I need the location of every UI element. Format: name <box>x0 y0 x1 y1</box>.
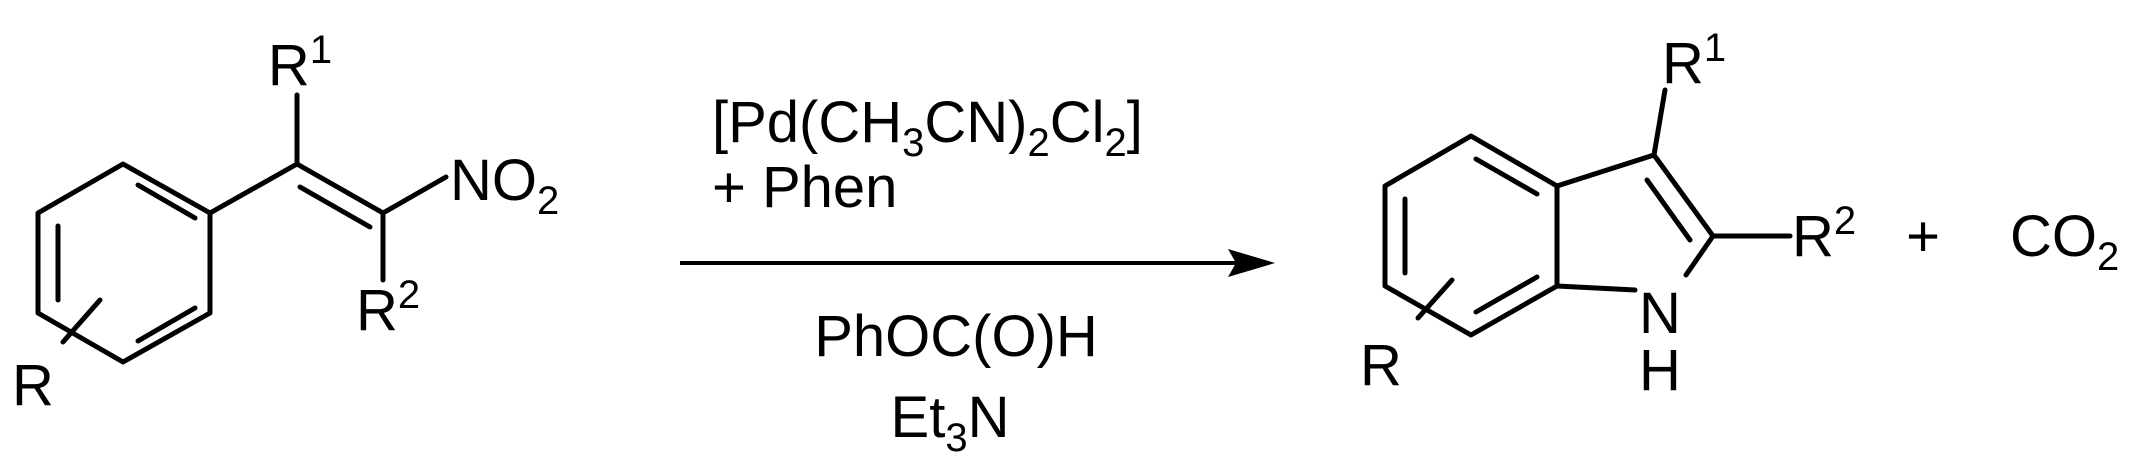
condition-base: Et3N <box>891 385 1010 460</box>
product-r1-bond <box>1651 87 1668 158</box>
reaction-conditions: [Pd(CH3CN)2Cl2] + Phen PhOC(O)H Et3N <box>712 90 1143 460</box>
product-c2-n-bond <box>1683 233 1716 278</box>
product-ring-inner-bond <box>1473 274 1540 315</box>
product-r-label: R <box>1360 333 1402 398</box>
condition-reductant: PhOC(O)H <box>814 304 1098 369</box>
product-nh-h-label: H <box>1639 338 1681 403</box>
product-c3a-c3-bond <box>1554 152 1657 189</box>
reactant-ring-vinyl-bond <box>207 161 300 216</box>
product-c3-c2-bond <box>1651 152 1716 239</box>
reactant-structure: R1 NO2 R2 R <box>12 28 559 418</box>
product-nh-n-label: N <box>1639 281 1681 346</box>
reactant-r2-label: R2 <box>356 273 420 343</box>
reactant-cc-double-bond <box>294 161 386 216</box>
condition-ligand: + Phen <box>712 155 897 220</box>
plus-sign: + <box>1906 204 1940 269</box>
product-c3-c2-double-inner <box>1644 177 1693 243</box>
co2-label: CO2 <box>2010 204 2119 279</box>
product-ring-inner-bond <box>1473 156 1540 197</box>
reactant-ring-inner-bond <box>135 182 198 221</box>
reactant-benzene-ring <box>35 161 213 365</box>
reactant-ring-inner-bond <box>135 305 198 344</box>
reactant-r-label: R <box>12 353 54 418</box>
product-r-bond <box>1415 277 1455 321</box>
product-structure: R1 R2 N H R <box>1360 26 1856 403</box>
reactant-cc-double-bond-inner <box>297 184 373 230</box>
arrow-head <box>1228 249 1275 277</box>
product-benzene-ring <box>1382 133 1560 338</box>
reactant-no2-label: NO2 <box>450 148 559 223</box>
reaction-arrow <box>680 249 1275 277</box>
reactant-no2-bond <box>380 174 449 216</box>
condition-catalyst: [Pd(CH3CN)2Cl2] <box>712 90 1143 165</box>
reactant-r1-label: R1 <box>268 28 332 98</box>
reactant-r-bond <box>60 297 103 345</box>
product-r1-label: R1 <box>1662 26 1726 96</box>
product-r2-label: R2 <box>1792 199 1856 269</box>
product-n-c7a-bond <box>1554 283 1638 293</box>
